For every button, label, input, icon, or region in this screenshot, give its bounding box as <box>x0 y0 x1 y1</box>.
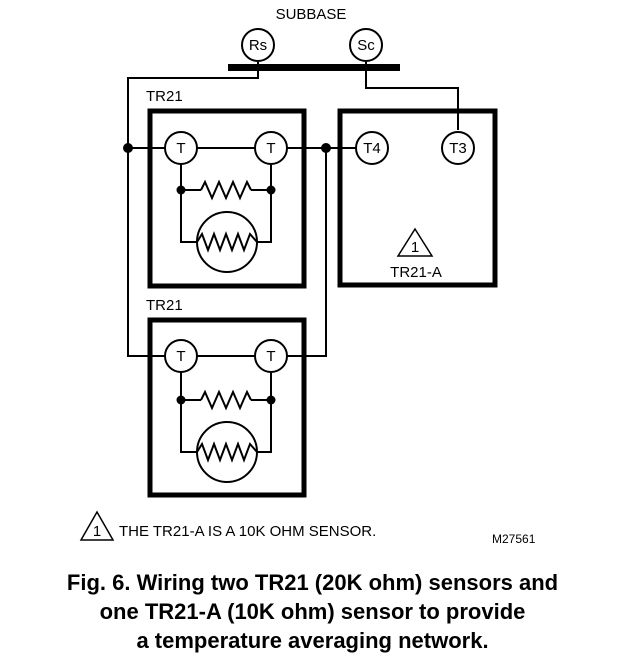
sensor-tr21-top: TR21 T T <box>146 88 307 289</box>
note-triangle-icon <box>396 227 434 257</box>
sensor-a-terminal-t4: T4 <box>363 140 381 157</box>
wiring-diagram: SUBBASE Rs Sc TR21 <box>79 6 536 546</box>
sensor-tr21-a: T4 T3 1 TR21-A <box>337 108 498 288</box>
subbase-bar <box>228 64 400 71</box>
sensor-bottom-terminal-left: T <box>176 348 185 365</box>
footnote: 1 THE TR21-A IS A 10K OHM SENSOR. <box>79 510 376 541</box>
subbase-terminal-sc: Sc <box>349 28 383 66</box>
figure-code: M27561 <box>492 532 536 546</box>
figure-caption: Fig. 6. Wiring two TR21 (20K ohm) sensor… <box>0 568 625 655</box>
sensor-top-terminal-right: T <box>266 140 275 157</box>
sensor-bottom-label: TR21 <box>146 297 183 314</box>
sensor-a-note-marker: 1 <box>411 239 419 256</box>
subbase-label: SUBBASE <box>276 6 347 23</box>
terminal-sc-label: Sc <box>357 37 375 54</box>
sensor-top-label: TR21 <box>146 88 183 105</box>
note-triangle-icon <box>79 510 115 541</box>
sensor-a-label: TR21-A <box>390 264 442 281</box>
terminal-rs-label: Rs <box>249 37 267 54</box>
sensor-tr21-bottom: TR21 T T <box>146 297 307 498</box>
sensor-bottom-terminal-right: T <box>266 348 275 365</box>
junction-dot <box>321 143 331 153</box>
footnote-marker: 1 <box>93 523 101 540</box>
footnote-text: THE TR21-A IS A 10K OHM SENSOR. <box>119 523 376 540</box>
junction-dot <box>123 143 133 153</box>
caption-line-1: Fig. 6. Wiring two TR21 (20K ohm) sensor… <box>66 570 559 595</box>
caption-line-2: one TR21-A (10K ohm) sensor to provide <box>99 599 526 624</box>
sensor-a-terminal-t3: T3 <box>449 140 467 157</box>
sensor-top-terminal-left: T <box>176 140 185 157</box>
subbase-terminal-rs: Rs <box>241 28 275 66</box>
caption-line-3: a temperature averaging network. <box>136 628 489 653</box>
